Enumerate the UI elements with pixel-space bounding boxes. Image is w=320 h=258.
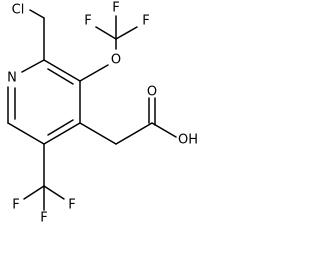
bond-c4-c5-inner (47, 119, 74, 136)
bond-n-c2 (21, 59, 45, 73)
bond-c2-c3-inner (47, 68, 74, 85)
atom-fluorine-bottom-right: F (68, 198, 75, 213)
bond-c-oh (151, 122, 177, 138)
atom-ether-oxygen: O (111, 53, 121, 68)
atom-fluorine-top-left: F (84, 14, 91, 29)
bond-ch2-cl (29, 9, 45, 19)
atom-chlorine: Cl (12, 3, 25, 18)
bond-c4-c5 (43, 122, 81, 145)
bond-c3-o (79, 64, 109, 82)
bonds (7, 9, 177, 211)
bond-cf3-f-lower-right (43, 185, 65, 200)
bond-cf3-f-lower-left (23, 185, 45, 200)
atom-hydroxyl: OH (178, 133, 198, 148)
chemical-structure-diagram: Cl O N O OH F F F F F F (7, 1, 198, 226)
bond-c5-c6 (7, 122, 45, 145)
atom-labels: Cl O N O OH F F F F F F (7, 1, 198, 226)
atom-fluorine-top-right: F (142, 14, 149, 29)
atom-fluorine-bottom: F (40, 211, 47, 226)
bond-cf3-f-right (115, 26, 138, 40)
bond-ch2-cooh (115, 122, 153, 145)
atom-fluorine-bottom-left: F (12, 198, 19, 213)
atom-ring-nitrogen: N (7, 71, 17, 86)
bond-c2-c3 (43, 59, 81, 82)
bond-cf3-f-left (95, 26, 117, 40)
atom-fluorine-top: F (112, 1, 119, 16)
bond-c4-ch2 (79, 122, 117, 145)
atom-carbonyl-oxygen: O (147, 85, 157, 100)
